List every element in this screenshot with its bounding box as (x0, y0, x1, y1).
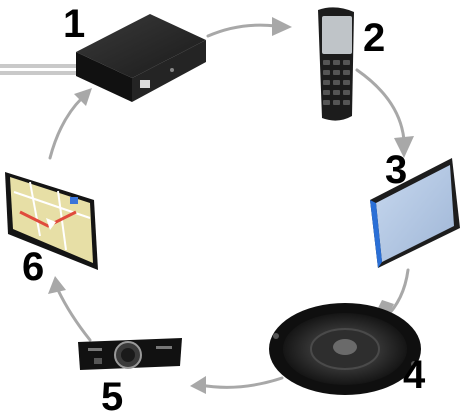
arrow-head-1 (272, 17, 292, 36)
arrow-6-to-1 (48, 96, 84, 160)
cordless-phone (318, 7, 354, 121)
gps-navigator (5, 172, 98, 270)
set-top-box (0, 14, 206, 102)
arrow-head-5 (48, 276, 66, 294)
arrow-4-to-5 (198, 376, 284, 389)
arrow-2-to-3 (355, 68, 406, 142)
step-number-3: 3 (385, 148, 408, 192)
arrow-5-to-6 (56, 288, 92, 342)
step-number-4: 4 (403, 353, 426, 397)
arrow-head-6 (74, 88, 92, 106)
car-radio (78, 338, 182, 370)
step-number-5: 5 (101, 375, 124, 419)
tablet-screen (370, 158, 460, 268)
step-number-6: 6 (22, 245, 45, 289)
arrow-heads (48, 17, 414, 394)
cycle-arrows (48, 23, 410, 389)
arrow-1-to-2 (206, 23, 278, 38)
car-speaker (269, 303, 421, 395)
step-number-2: 2 (363, 16, 386, 60)
step-number-1: 1 (63, 2, 86, 46)
arrow-head-4 (190, 376, 206, 394)
arrow-head-2 (394, 136, 414, 158)
